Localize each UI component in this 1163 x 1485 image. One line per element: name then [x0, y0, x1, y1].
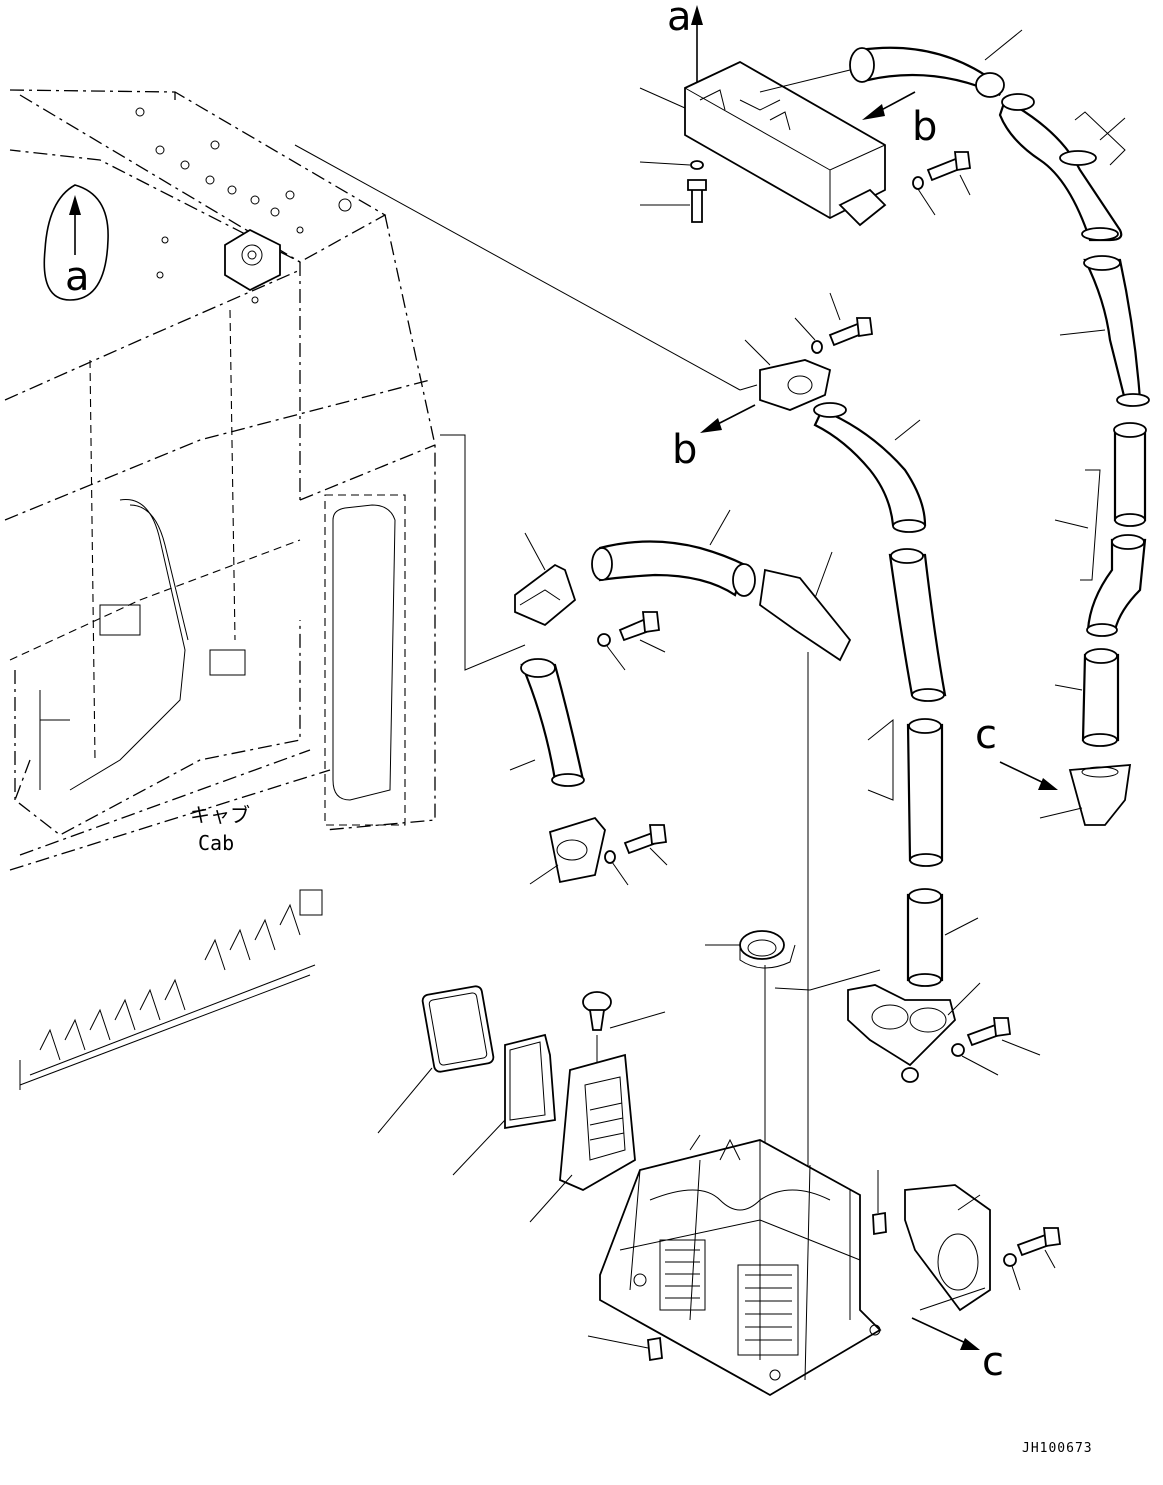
arrow-icon — [700, 418, 722, 433]
arrow-up-icon — [691, 5, 703, 25]
cab-label-en: Cab — [198, 831, 234, 855]
center-left-duct-group — [509, 509, 852, 886]
drawing-code: JH100673 — [1022, 1441, 1093, 1456]
view-b-top-label: b — [912, 104, 937, 150]
arrow-c-bottom: c — [911, 1317, 1004, 1385]
view-a-top-label: a — [667, 0, 692, 40]
hvac-vents — [659, 1239, 799, 1356]
arrow-icon — [1038, 778, 1058, 790]
filter-frames — [377, 985, 666, 1223]
hvac-unit — [599, 1134, 882, 1397]
middle-bracket-b: b — [672, 292, 874, 473]
view-a-bubble-label: a — [65, 254, 90, 300]
view-c-upper-label: c — [975, 712, 997, 758]
cab-structure — [4, 89, 758, 1090]
middle-curved-duct — [813, 402, 979, 987]
top-arrow-a: a — [667, 0, 703, 85]
cab-label-jp: キャブ — [190, 803, 250, 827]
top-fasteners — [639, 151, 972, 223]
view-b-mid-label: b — [672, 427, 697, 473]
c-outlet-upper: c — [975, 712, 1132, 826]
upper-duct-box — [639, 60, 887, 227]
view-c-bottom-label: c — [982, 1339, 1004, 1385]
arrow-up-icon — [69, 195, 81, 215]
floor-rail — [19, 889, 323, 1090]
cab-label: キャブ Cab — [190, 803, 250, 855]
view-a-callout: a — [43, 184, 109, 301]
duct-chain-right — [849, 29, 1150, 747]
side-cover — [587, 1170, 1062, 1362]
hinge-bracket — [224, 228, 281, 292]
roof-holes — [135, 107, 352, 304]
collar-fitting — [705, 652, 881, 1200]
arrow-icon — [862, 104, 885, 120]
arrow-icon — [960, 1338, 980, 1350]
arrow-b-top: b — [862, 91, 937, 150]
lower-bracket — [847, 982, 1041, 1083]
